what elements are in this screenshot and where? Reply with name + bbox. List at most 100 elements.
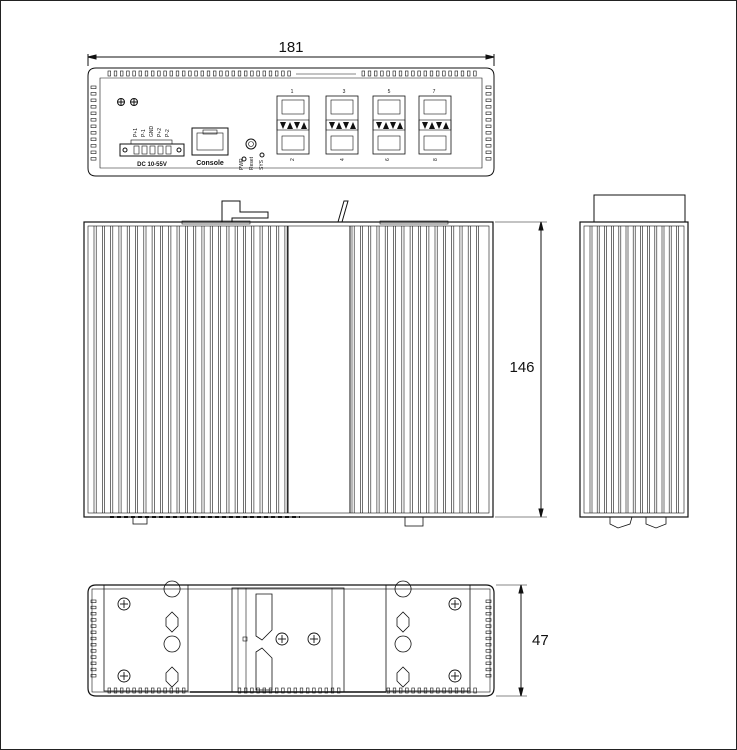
depth-dimension-label: 47	[532, 632, 549, 649]
arrow-icon	[336, 122, 342, 129]
side-view	[579, 194, 689, 529]
vent-slot	[281, 70, 285, 77]
vent-slot	[138, 687, 142, 694]
side-heatsink-fins	[589, 226, 679, 513]
vent-slot	[287, 687, 291, 694]
arrow-icon	[390, 122, 396, 129]
terminal-label-4: P+2	[157, 128, 163, 137]
vent-slot	[90, 612, 97, 616]
arrow-icon	[301, 122, 307, 129]
vent-slot	[473, 70, 477, 77]
vent-slot	[175, 70, 180, 77]
terminal-pin	[141, 145, 148, 155]
vent-slot	[132, 70, 136, 77]
vent-slot	[423, 70, 427, 77]
vent-slot	[225, 70, 229, 77]
vent-slot	[380, 70, 384, 77]
console-port	[191, 127, 229, 156]
arrow-icon	[294, 122, 300, 129]
width-dimension-label: 181	[278, 39, 303, 56]
sfp-port	[423, 135, 447, 151]
din-clip	[221, 200, 269, 222]
vent-slot	[90, 618, 97, 622]
vent-slot	[417, 70, 421, 77]
vent-slot	[485, 605, 492, 610]
vent-slot	[460, 70, 465, 77]
vent-slot	[386, 70, 390, 77]
ground-icon	[130, 98, 138, 106]
vent-slot	[90, 624, 97, 628]
vent-slot	[299, 687, 304, 694]
vent-slot	[367, 70, 372, 77]
vent-slot	[361, 70, 365, 77]
arrow-icon	[383, 122, 389, 129]
vent-slot	[306, 687, 310, 694]
terminal-pin	[133, 145, 140, 155]
vent-slot	[330, 687, 335, 694]
vent-slot	[175, 687, 180, 694]
right-mount-bracket	[385, 584, 471, 692]
vent-slot	[398, 70, 403, 77]
screw-icon	[117, 98, 125, 106]
arrow-icon	[443, 122, 449, 129]
vent-slot	[429, 70, 434, 77]
vent-slot	[436, 70, 440, 77]
console-label: Console	[196, 160, 224, 167]
vent-slot	[200, 70, 204, 77]
vent-slot	[485, 144, 492, 148]
vent-slot	[454, 687, 459, 694]
vent-slot	[163, 687, 167, 694]
vent-slot	[182, 70, 186, 77]
heatsink-fins	[93, 226, 480, 513]
vent-slot	[485, 674, 492, 678]
vent-slot	[90, 605, 97, 610]
arrow-icon	[287, 122, 293, 129]
arrow-icon	[280, 122, 286, 129]
vent-slot	[250, 70, 254, 77]
vent-slot	[256, 70, 260, 77]
port-number-1: 1	[291, 89, 294, 95]
vent-slot	[442, 70, 446, 77]
vent-slot	[90, 144, 97, 148]
arrow-icon	[329, 122, 335, 129]
vent-slot	[188, 70, 192, 77]
vent-slot	[337, 687, 341, 694]
arrow-icon	[429, 122, 435, 129]
vent-slot	[219, 70, 223, 77]
vent-slot	[90, 124, 97, 128]
vent-slot	[144, 687, 149, 694]
vent-slot	[90, 661, 97, 665]
vent-slot	[324, 687, 328, 694]
vent-slot	[423, 687, 428, 694]
vent-slot	[448, 70, 452, 77]
vent-slot	[485, 661, 492, 665]
vent-slot	[237, 70, 242, 77]
vent-slot	[485, 137, 492, 141]
led-labels: PWR Reset SYS	[239, 156, 265, 170]
vent-slot	[262, 70, 266, 77]
vent-slot	[157, 70, 161, 77]
vent-slot	[386, 687, 390, 694]
vent-slot	[151, 687, 155, 694]
vent-slot	[467, 70, 471, 77]
sfp-port	[330, 135, 354, 151]
vent-slot	[90, 655, 97, 659]
vent-slot	[113, 687, 118, 694]
vent-slot	[194, 70, 198, 77]
vent-slot	[312, 687, 316, 694]
side-vent-slots	[90, 85, 492, 161]
vent-slot	[90, 599, 97, 603]
port-number-2: 2	[290, 158, 296, 161]
height-dimension-label: 146	[509, 359, 534, 376]
vent-slot	[90, 636, 97, 641]
reset-button	[245, 138, 257, 150]
terminal-label-5: P-2	[165, 129, 171, 137]
vent-slot	[90, 137, 97, 141]
screw-icon	[448, 597, 462, 611]
bottom-vent-slots	[90, 599, 492, 694]
vent-slot	[250, 687, 254, 694]
vent-slot	[90, 111, 97, 115]
terminal-labels: P+1 P-1 GND P+2 P-2	[133, 126, 171, 138]
vent-slot	[287, 70, 291, 77]
